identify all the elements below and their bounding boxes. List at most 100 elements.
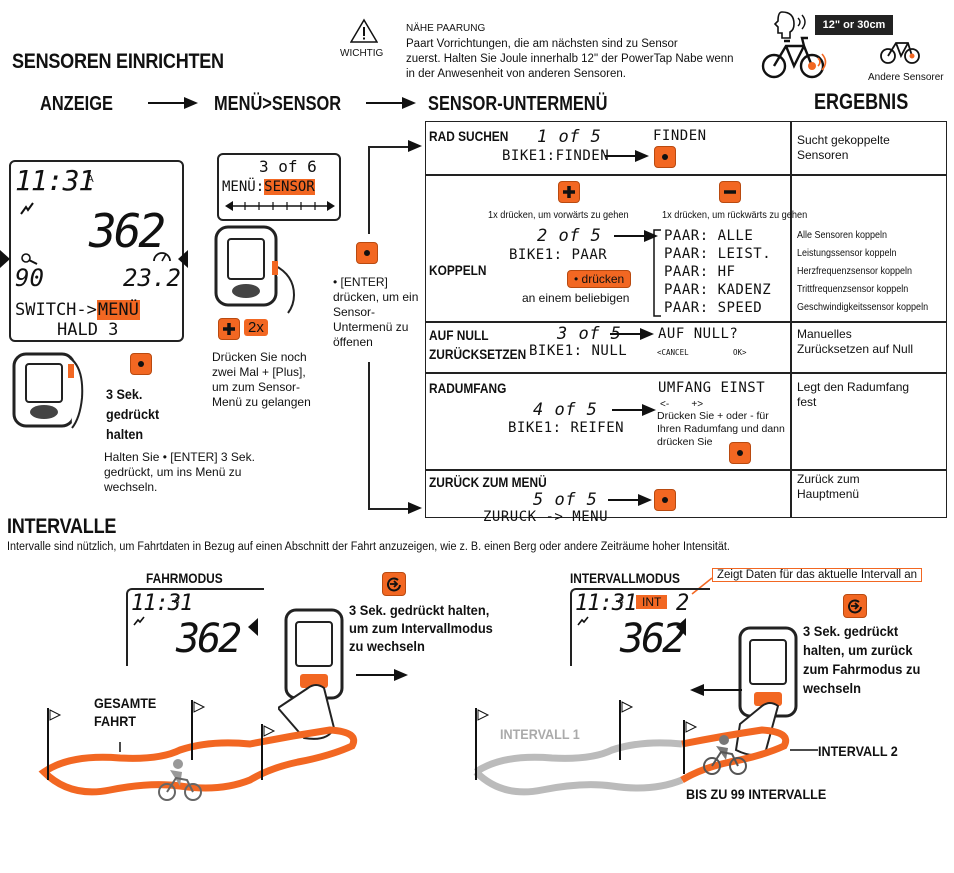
- callout-leader: [691, 577, 713, 595]
- cadence-readout: 90: [15, 264, 44, 292]
- enter-button-submenu[interactable]: [356, 242, 378, 264]
- zurueck-enter-button[interactable]: [654, 489, 676, 511]
- arrow-right-icon: [614, 230, 658, 242]
- enter-description: • [ENTER] drücken, um ein Sensor-Unterme…: [333, 275, 419, 349]
- plus-button[interactable]: [218, 318, 240, 340]
- result-power: Leistungssensor koppeln: [797, 248, 897, 259]
- hold-to-interval-text: 3 Sek. gedrückt halten, um zum Intervall…: [349, 602, 493, 654]
- option-power: PAAR: LEIST.: [664, 246, 772, 262]
- lightning-icon: [577, 616, 589, 626]
- warning-text-2: zuerst. Halten Sie Joule innerhalb 12" d…: [406, 53, 734, 65]
- interval-number: 2: [676, 591, 690, 616]
- umfang-count: 4 of 5: [533, 400, 598, 420]
- result-cadence: Trittfrequenzsensor koppeln: [797, 284, 909, 295]
- right-marker-icon: [248, 618, 258, 636]
- arrow-right-icon: [148, 97, 198, 109]
- column-ergebnis: ERGEBNIS: [814, 89, 909, 114]
- am-indicator: A: [87, 174, 94, 185]
- left-marker-icon: [0, 250, 10, 268]
- interval-mode-screen: 11:31 A INT 2 362: [570, 588, 710, 666]
- backward-hint: 1x drücken, um rückwärts zu gehen: [662, 210, 808, 221]
- null-line: BIKE1: NULL: [529, 343, 628, 359]
- interval-power: 362: [620, 616, 686, 662]
- hold-to-ride-text: 3 Sek. gedrückt halten, um zurück zum Fa…: [803, 623, 921, 696]
- bicycle-icon: [761, 36, 825, 79]
- rad-enter-button[interactable]: [654, 146, 676, 168]
- menu-screen: 3 of 6 MENÜ:SENSOR: [217, 153, 341, 221]
- other-sensors-label: Andere Sensorer: [868, 72, 944, 83]
- option-speed: PAAR: SPEED: [664, 300, 763, 316]
- row-label-koppeln: KOPPELN: [429, 262, 487, 278]
- column-anzeige: ANZEIGE: [40, 93, 113, 115]
- device-hand-photo: [12, 352, 84, 429]
- minus-button-koppeln[interactable]: [719, 181, 741, 203]
- cadence-icon: [21, 253, 38, 265]
- forward-hint: 1x drücken, um vorwärts zu gehen: [488, 210, 629, 221]
- rad-line: BIKE1:FINDEN: [502, 148, 610, 164]
- option-all: PAAR: ALLE: [664, 228, 754, 244]
- null-count: 3 of 5: [557, 324, 622, 344]
- device-hand-photo-2: [214, 225, 296, 314]
- zurueck-count: 5 of 5: [533, 490, 598, 510]
- ride-am: A: [174, 596, 180, 605]
- arrow-right-icon: [408, 502, 422, 514]
- display-screen-main: 11:31 A 362 90 23.2 SWITCH->MENÜ HALD 3: [9, 160, 184, 342]
- interval-callout: Zeigt Daten für das aktuelle Intervall a…: [712, 568, 923, 582]
- umfang-line: BIKE1: REIFEN: [508, 420, 625, 436]
- page-title: SENSOREN EINRICHTEN: [12, 50, 224, 73]
- plus-button-koppeln[interactable]: [558, 181, 580, 203]
- intervals-title: INTERVALLE: [7, 515, 117, 538]
- row-label-rad-suchen: RAD SUCHEN: [429, 128, 509, 144]
- option-cadence: PAAR: KADENZ: [664, 282, 772, 298]
- right-marker-icon: [676, 618, 686, 636]
- null-result: Manuelles Zurücksetzen auf Null: [797, 327, 914, 356]
- arrow-right-icon: [408, 140, 422, 152]
- arrow-left-icon: [690, 684, 742, 696]
- umfang-arrows: <- +>: [660, 399, 704, 410]
- interval-toggle-button-2[interactable]: [843, 594, 867, 618]
- sensor-highlight: SENSOR: [264, 179, 315, 195]
- enter-button[interactable]: [130, 353, 152, 375]
- power-readout: 362: [89, 204, 166, 258]
- bike-proximity-illustration: [761, 11, 920, 79]
- option-bracket: [653, 229, 661, 317]
- warning-text-1: Paart Vorrichtungen, die am nächsten sin…: [406, 38, 678, 50]
- umfang-enter-button[interactable]: [729, 442, 751, 464]
- hold-text-2: gedrückt: [106, 406, 160, 422]
- interval-2-label: INTERVALL 2: [818, 743, 898, 759]
- umfang-lcd: UMFANG EINST: [658, 380, 766, 396]
- interval-1-label: INTERVALL 1: [500, 726, 580, 742]
- intervals-description: Intervalle sind nützlich, um Fahrtdaten …: [7, 541, 730, 553]
- menu-highlight: MENÜ: [96, 300, 140, 320]
- zurueck-line: ZURUCK -> MENU: [483, 509, 609, 525]
- switch-label: SWITCH->: [15, 300, 97, 320]
- menu-scrollbar: [225, 201, 335, 211]
- int-badge: INT: [636, 595, 668, 609]
- press-button[interactable]: • drücken: [567, 270, 632, 288]
- plus-icon: [223, 323, 235, 335]
- interval-icon: [387, 577, 401, 592]
- interval-time: 11:31: [575, 591, 637, 616]
- distance-badge: 12" or 30cm: [815, 15, 893, 35]
- interval-track: [473, 700, 818, 796]
- warning-icon: [350, 18, 378, 43]
- result-all: Alle Sensoren koppeln: [797, 230, 888, 241]
- plus-2x-badge: 2x: [244, 319, 268, 336]
- menu-label: MENÜ:: [222, 179, 265, 195]
- warning-title: NÄHE PAARUNG: [406, 23, 486, 34]
- hald-label: HALD 3: [57, 320, 119, 340]
- rad-result-lcd: FINDEN: [653, 128, 707, 144]
- speed-readout: 23.2: [123, 264, 181, 292]
- arrow-right-icon: [366, 97, 416, 109]
- rad-count: 1 of 5: [537, 127, 602, 147]
- ride-mode-screen: 11:31 A 362: [126, 588, 264, 666]
- column-sensor-submenu: SENSOR-UNTERMENÜ: [428, 93, 608, 115]
- plus-icon: [563, 186, 575, 198]
- warning-label: WICHTIG: [340, 48, 384, 59]
- intervallmodus-label: INTERVALLMODUS: [570, 570, 680, 586]
- lightning-icon: [133, 616, 145, 626]
- zurueck-result: Zurück zum Hauptmenü: [797, 472, 860, 501]
- arrow-right-icon: [608, 494, 652, 506]
- warning-text-3: in der Anwesenheit von anderen Sensoren.: [406, 68, 626, 80]
- interval-toggle-button[interactable]: [382, 572, 406, 596]
